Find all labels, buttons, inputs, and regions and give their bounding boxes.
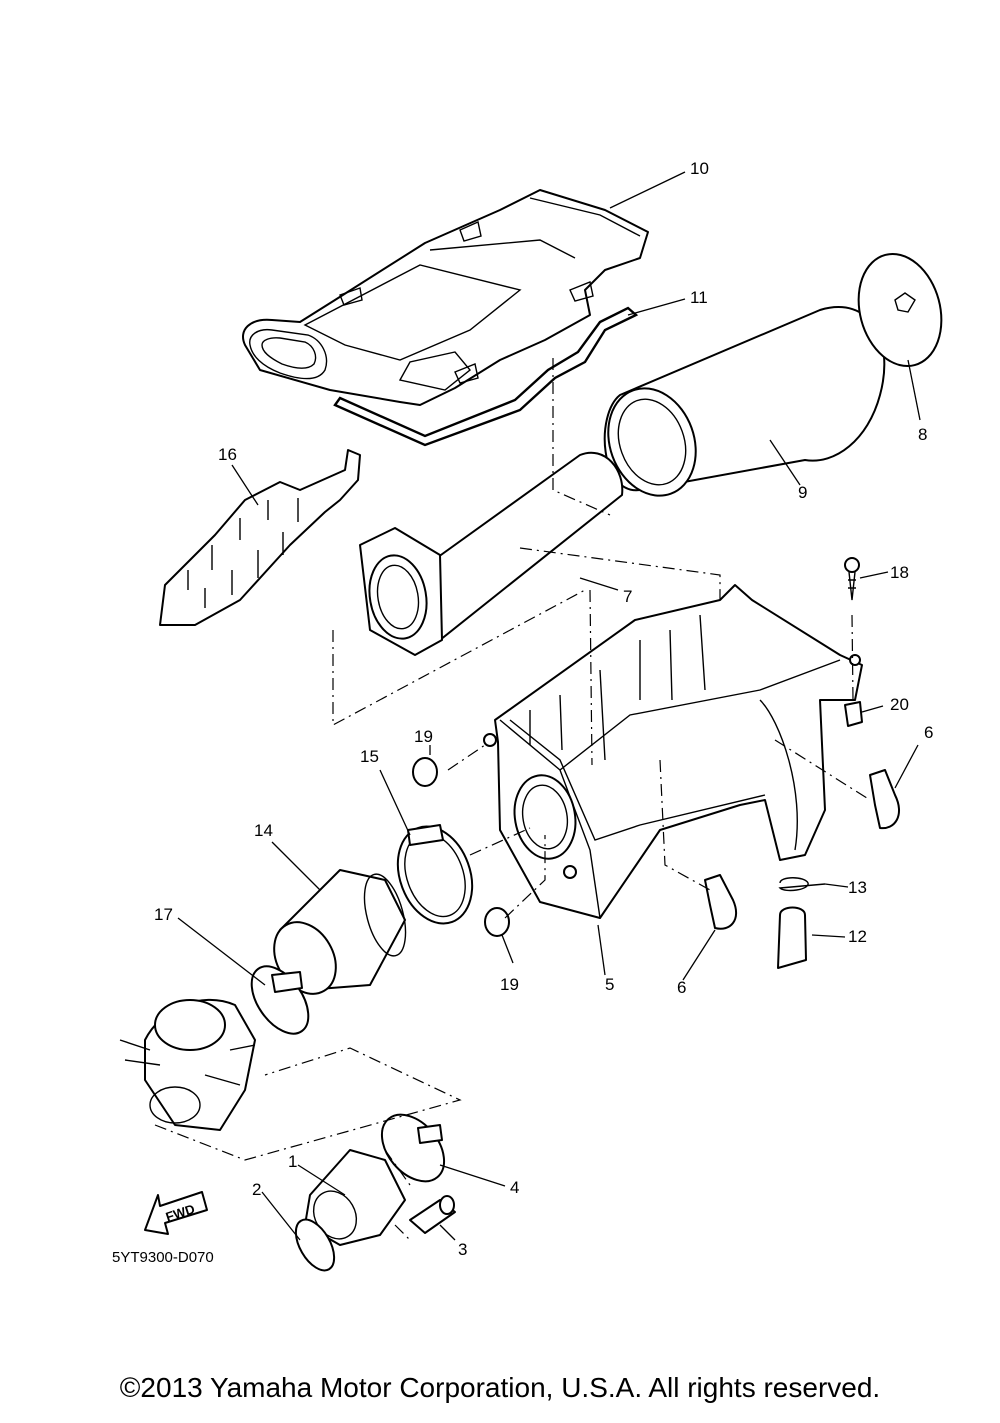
part-19-grommet-upper[interactable] — [412, 757, 438, 787]
callout-15: 15 — [360, 747, 379, 766]
part-16-protector-plate[interactable] — [159, 449, 361, 626]
callout-11: 11 — [690, 288, 708, 307]
part-12-drain-plug[interactable] — [777, 906, 807, 969]
part-6-clip-upper[interactable] — [869, 769, 900, 830]
callout-18: 18 — [890, 563, 909, 582]
part-17-clamp[interactable] — [240, 956, 320, 1043]
part-13-hose-clip[interactable] — [778, 877, 826, 892]
part-11-gasket[interactable] — [333, 306, 639, 447]
callout-20: 20 — [890, 695, 909, 714]
callout-9: 9 — [798, 483, 807, 502]
callout-16: 16 — [218, 445, 237, 464]
forward-direction-arrow: FWD — [144, 1191, 208, 1235]
callout-6-upper: 6 — [924, 723, 933, 742]
part-18-screw[interactable] — [844, 557, 860, 601]
part-15-clamp[interactable] — [385, 816, 485, 934]
assembly-lines — [154, 358, 871, 1241]
callout-19-lower: 19 — [500, 975, 519, 994]
part-10-case-cover[interactable] — [242, 189, 649, 406]
part-3-bolt[interactable] — [409, 1195, 456, 1234]
callout-4: 4 — [510, 1178, 519, 1197]
leader-lines — [177, 171, 921, 1241]
drawing-code: 5YT9300-D070 — [112, 1249, 214, 1266]
part-19-grommet-lower[interactable] — [484, 907, 510, 937]
part-8-end-cap[interactable] — [847, 245, 954, 376]
part-4-clamp[interactable] — [369, 1103, 456, 1193]
part-7-inner-element[interactable] — [359, 451, 624, 656]
callout-8: 8 — [918, 425, 927, 444]
part-2-o-ring[interactable] — [288, 1213, 342, 1276]
part-9-filter-element[interactable] — [594, 306, 886, 508]
part-5-filter-case[interactable] — [483, 584, 863, 919]
callout-2: 2 — [252, 1180, 261, 1199]
callout-19-upper: 19 — [414, 727, 433, 746]
part-20-nut[interactable] — [844, 701, 863, 727]
callout-13: 13 — [848, 878, 867, 897]
part-6-clip-lower[interactable] — [704, 874, 738, 930]
copyright-notice: ©2013 Yamaha Motor Corporation, U.S.A. A… — [119, 1372, 881, 1403]
callout-3: 3 — [458, 1240, 467, 1259]
callout-7: 7 — [623, 587, 632, 606]
callout-10: 10 — [690, 159, 709, 178]
callout-17: 17 — [154, 905, 173, 924]
carburetor — [119, 999, 256, 1131]
callout-1: 1 — [288, 1152, 297, 1171]
callout-numbers: 10 11 8 9 16 7 18 20 6 19 15 14 17 13 12… — [154, 159, 933, 1259]
callout-5: 5 — [605, 975, 614, 994]
callout-6-lower: 6 — [677, 978, 686, 997]
callout-12: 12 — [848, 927, 867, 946]
callout-14: 14 — [254, 821, 273, 840]
